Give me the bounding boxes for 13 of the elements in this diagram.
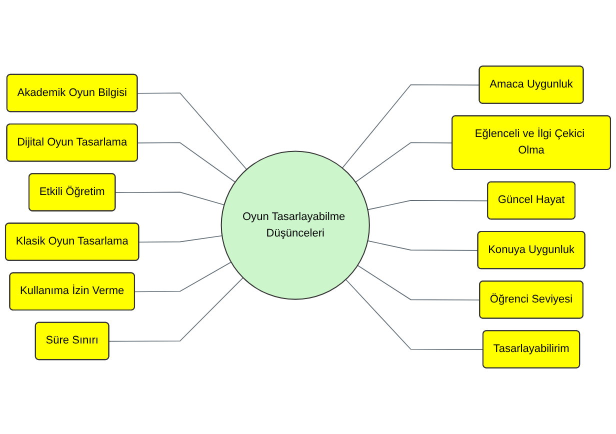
connector: [367, 200, 488, 210]
connector: [367, 240, 479, 251]
connector: [345, 279, 484, 350]
node-circle: Oyun Tasarlayabilme Düşünceleri: [220, 150, 370, 300]
connector: [137, 142, 236, 183]
connector: [108, 277, 244, 342]
connector: [342, 84, 480, 168]
connector: [138, 235, 222, 243]
connector: [115, 192, 225, 206]
connector: [134, 262, 232, 292]
connector: [137, 92, 248, 170]
connector: [357, 264, 480, 300]
connector: [355, 142, 453, 183]
